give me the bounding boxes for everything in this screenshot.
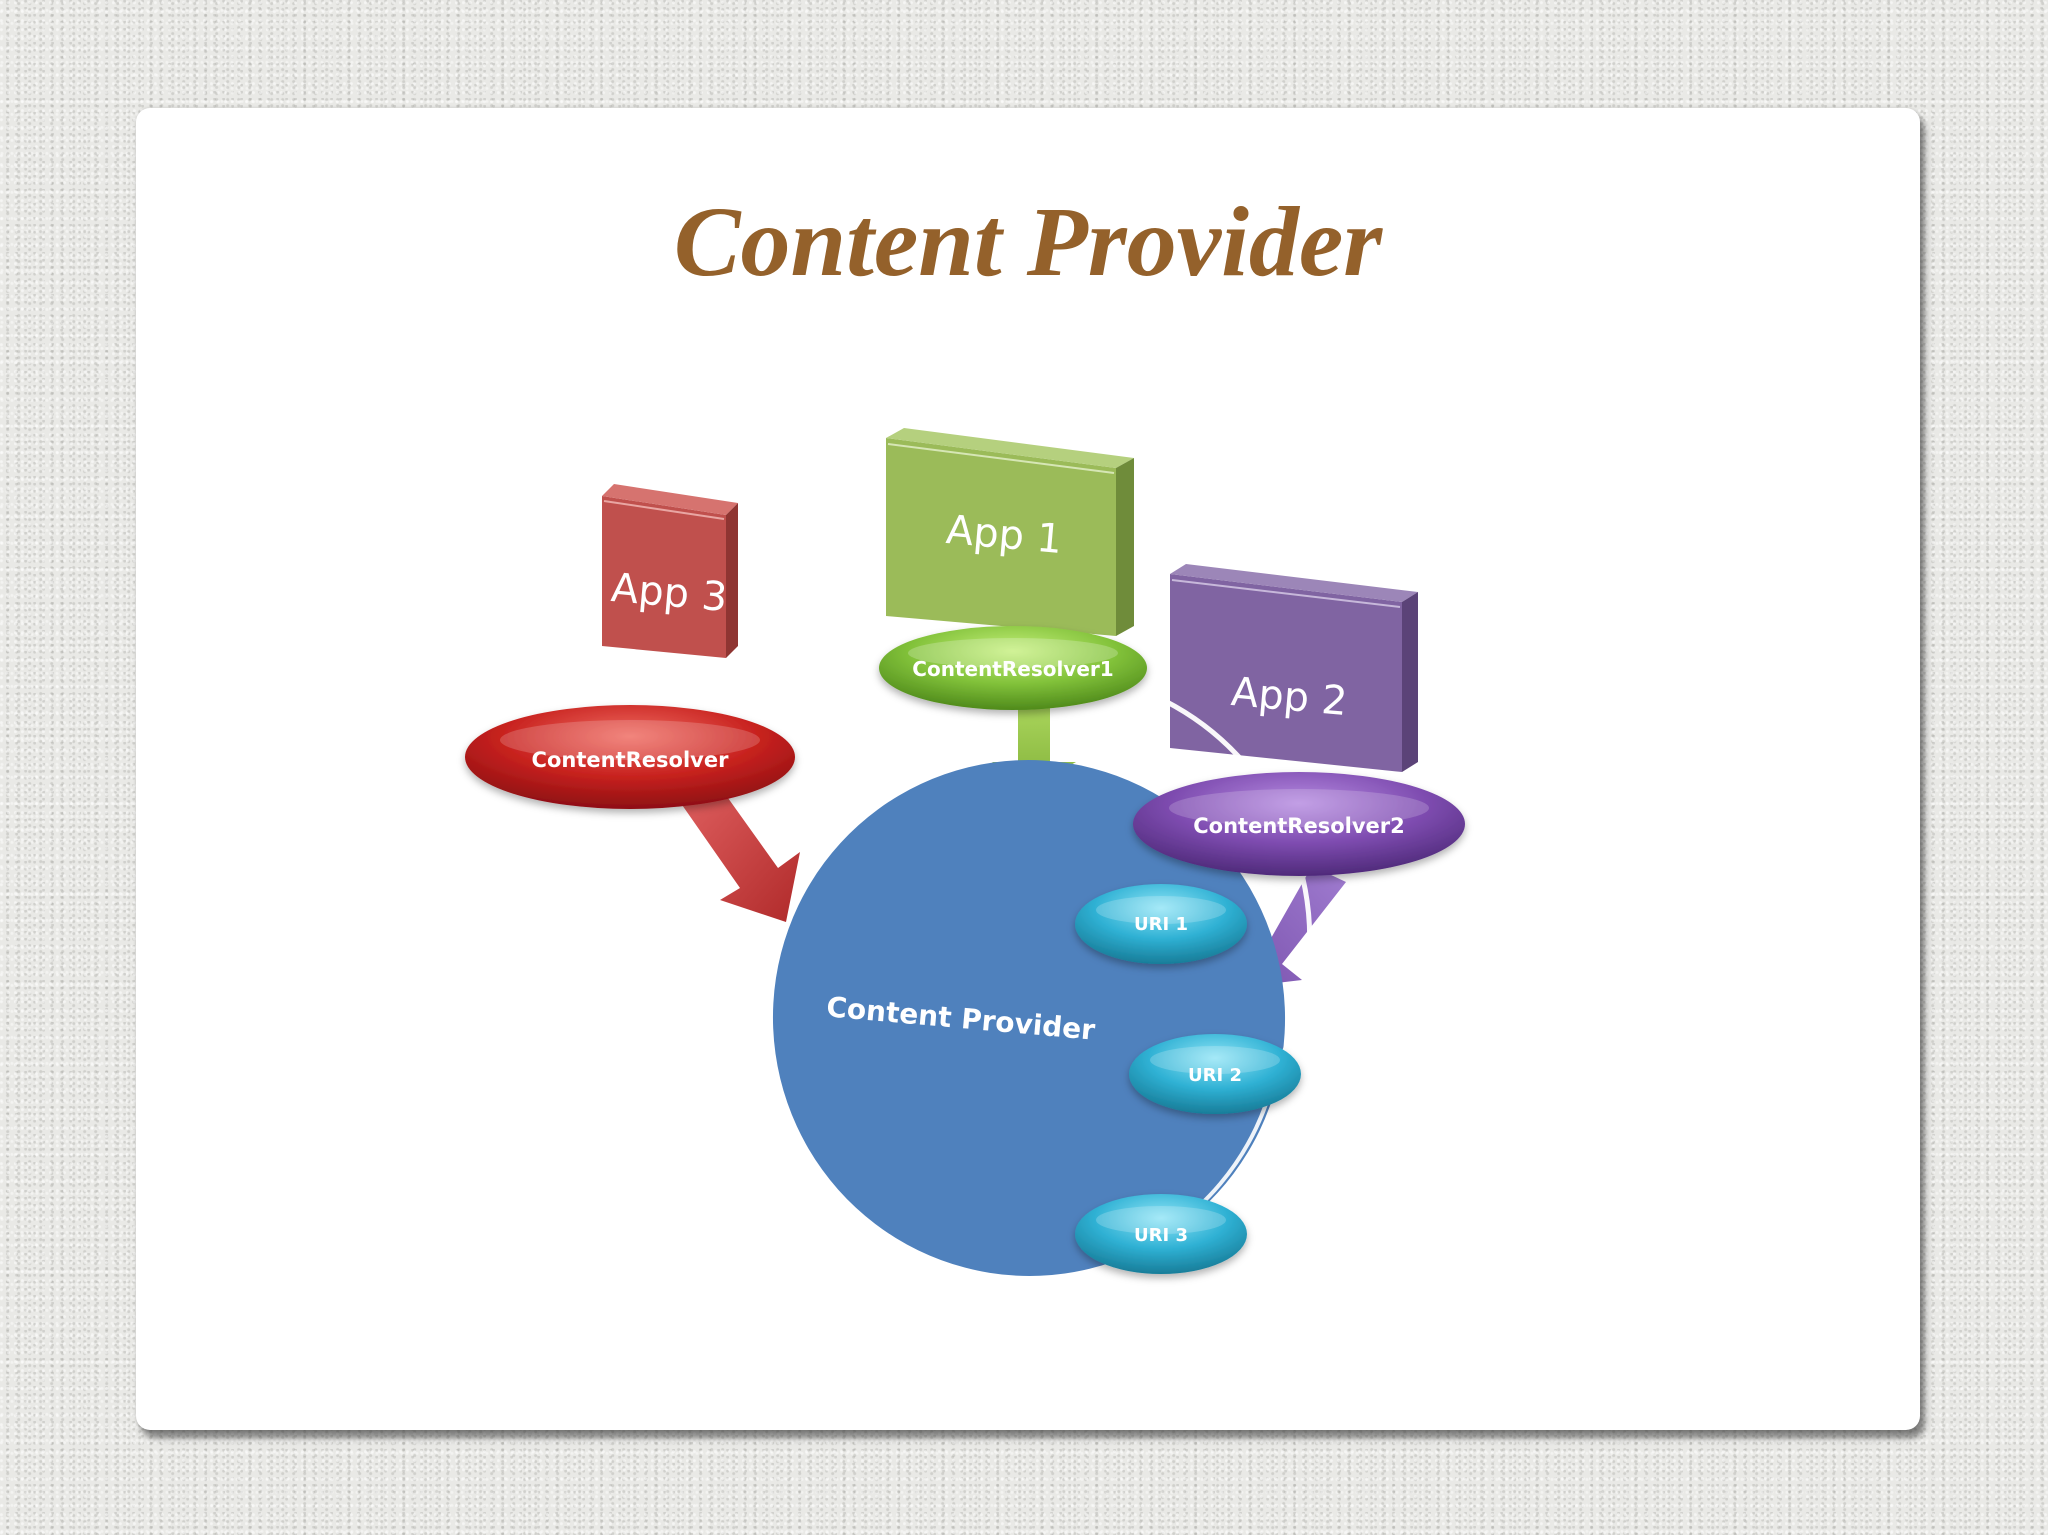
content-provider-diagram: App 3 App 1 App 2 xyxy=(465,428,1465,1276)
app3-label: App 3 xyxy=(609,565,729,621)
uri1-ellipse: URI 1 xyxy=(1075,884,1247,964)
arrow-app3-to-provider xyxy=(680,784,800,922)
content-resolver2-ellipse: ContentResolver2 xyxy=(1133,772,1465,876)
uri1-label: URI 1 xyxy=(1134,914,1188,935)
uri3-label: URI 3 xyxy=(1134,1225,1188,1246)
slide-card: Content Provider xyxy=(136,108,1920,1430)
app1-label: App 1 xyxy=(944,507,1064,563)
content-resolver1-label: ContentResolver1 xyxy=(912,657,1113,681)
slide-title: Content Provider xyxy=(673,186,1383,297)
app2-block: App 2 xyxy=(1170,564,1418,772)
app3-block: App 3 xyxy=(602,484,738,658)
content-resolver2-label: ContentResolver2 xyxy=(1193,814,1405,838)
content-resolver1-ellipse: ContentResolver1 xyxy=(879,626,1147,710)
uri3-ellipse: URI 3 xyxy=(1075,1194,1247,1274)
content-resolver-ellipse: ContentResolver xyxy=(465,705,795,809)
content-resolver-label: ContentResolver xyxy=(532,748,730,772)
uri2-label: URI 2 xyxy=(1188,1065,1242,1086)
uri2-ellipse: URI 2 xyxy=(1129,1034,1301,1114)
app2-label: App 2 xyxy=(1229,669,1349,725)
app1-block: App 1 xyxy=(886,428,1134,636)
